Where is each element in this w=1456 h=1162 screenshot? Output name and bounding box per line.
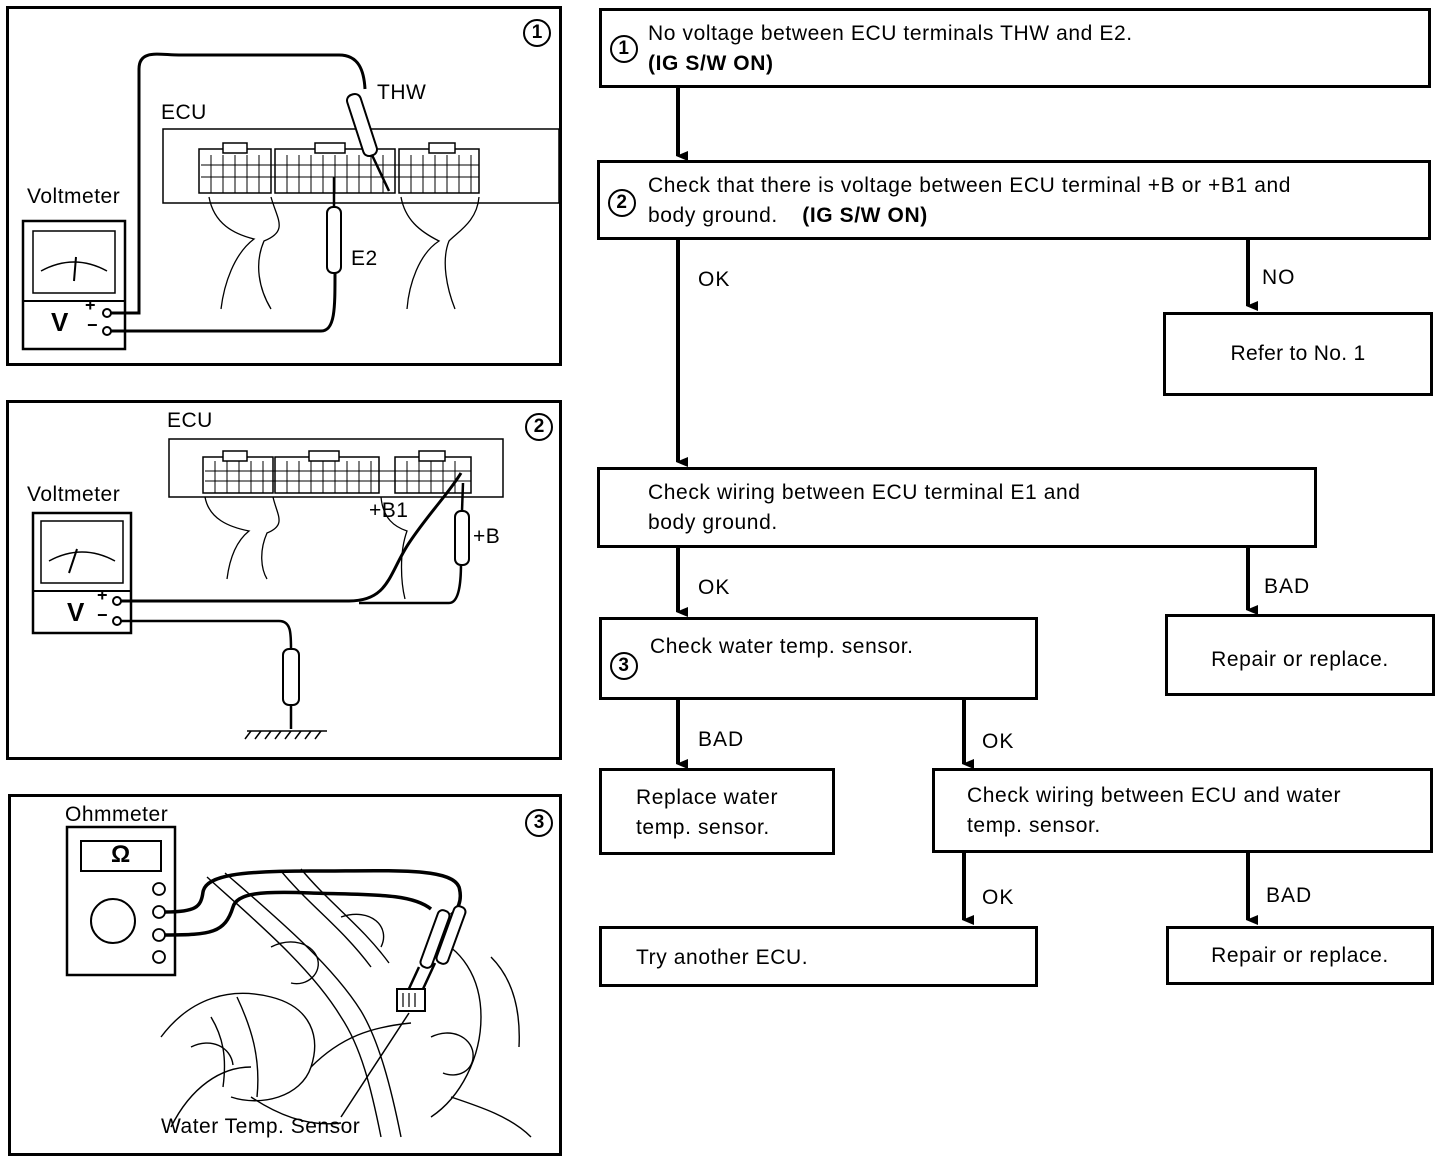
engine-illustration — [160, 868, 532, 1138]
panel1-illustration — [21, 52, 559, 351]
connector-pins — [201, 155, 479, 193]
b-terminal-label: +B — [473, 525, 501, 548]
b-probe — [454, 482, 470, 566]
voltmeter-label: Voltmeter — [27, 483, 121, 506]
replace-sensor-box: Replace water temp. sensor. — [599, 768, 835, 855]
water-temp-sensor — [396, 988, 426, 1012]
step2-text-line2a: body ground. — [648, 204, 778, 227]
panel-number-badge: 1 — [523, 19, 551, 47]
connector-pins — [205, 461, 471, 493]
step1-text-line2: (IG S/W ON) — [648, 52, 774, 75]
positive-lead-b — [359, 562, 463, 605]
try-another-ecu-text: Try another ECU. — [636, 946, 809, 969]
step3-text: Check water temp. sensor. — [650, 635, 914, 658]
ecu-label: ECU — [167, 409, 213, 432]
minus-terminal-sign: − — [97, 605, 109, 625]
ecu-label: ECU — [161, 101, 207, 124]
sensor-pointer-line — [340, 1012, 410, 1118]
step2-text-line2: body ground. (IG S/W ON) — [648, 201, 928, 231]
wire-harness — [204, 496, 408, 600]
water-temp-sensor-label: Water Temp. Sensor — [161, 1115, 361, 1138]
replace-sensor-line1: Replace water — [636, 786, 779, 809]
step1-box: 1 No voltage between ECU terminals THW a… — [599, 8, 1431, 88]
panel2-illustration — [31, 438, 504, 740]
repair-text: Repair or replace. — [1211, 648, 1389, 671]
edge-label-ok: OK — [698, 576, 731, 599]
step2-text-line2b: (IG S/W ON) — [802, 204, 928, 227]
ohmmeter-lead-1 — [164, 868, 463, 917]
edge-label-ok: OK — [982, 730, 1015, 753]
step2-text-line1: Check that there is voltage between ECU … — [648, 174, 1292, 197]
edge-label-bad: BAD — [698, 728, 745, 751]
repair-text: Repair or replace. — [1211, 944, 1389, 967]
edge-label-ok: OK — [982, 886, 1015, 909]
wiring-check-line1: Check wiring between ECU and water — [967, 784, 1342, 807]
e2-terminal-label: E2 — [351, 247, 378, 270]
wiring-check-line2: temp. sensor. — [967, 814, 1101, 837]
edge-label-bad: BAD — [1264, 575, 1311, 598]
voltmeter — [21, 219, 127, 351]
panel3-illustration — [65, 825, 532, 1138]
panel-voltage-check-b-b1: 2 ECU Voltmeter +B1 +B V + − — [6, 400, 562, 760]
repair-box-1: Repair or replace. — [1165, 614, 1435, 696]
meter-symbol: V — [67, 597, 85, 627]
refer-box: Refer to No. 1 — [1163, 312, 1433, 396]
ohmmeter-lead-2 — [164, 890, 433, 937]
minus-terminal-sign: − — [87, 315, 99, 335]
repair-box-2: Repair or replace. — [1166, 926, 1434, 985]
body-ground-symbol — [244, 730, 327, 740]
negative-lead — [121, 619, 293, 650]
thw-terminal-label: THW — [377, 81, 427, 104]
wire-harness — [208, 196, 480, 310]
ohmmeter — [65, 825, 177, 977]
panel-resistance-check-sensor: 3 Ohmmeter Ω Water Temp. Sensor — [8, 794, 562, 1156]
thw-probe — [346, 92, 391, 192]
wiring-check-box: Check wiring between ECU and water temp.… — [932, 768, 1433, 853]
step3-box: 3 Check water temp. sensor. — [599, 617, 1038, 700]
edge-label-ok: OK — [698, 268, 731, 291]
voltmeter-label: Voltmeter — [27, 185, 121, 208]
step-number-badge: 2 — [608, 189, 636, 217]
e1-check-text-line2: body ground. — [648, 511, 778, 534]
edge-label-no: NO — [1262, 266, 1296, 289]
panel-voltage-check-thw-e2: 1 ECU Voltmeter THW E2 V + − — [6, 6, 562, 366]
voltmeter — [31, 511, 133, 635]
ohmmeter-label: Ohmmeter — [65, 803, 169, 826]
step1-text-line1: No voltage between ECU terminals THW and… — [648, 22, 1133, 45]
plus-terminal-sign: + — [97, 585, 109, 605]
try-another-ecu-box: Try another ECU. — [599, 926, 1038, 987]
refer-text: Refer to No. 1 — [1230, 342, 1366, 365]
e1-check-text-line1: Check wiring between ECU terminal E1 and — [648, 481, 1081, 504]
step-number-badge: 3 — [610, 652, 638, 680]
meter-symbol: V — [51, 307, 69, 337]
plus-terminal-sign: + — [85, 295, 97, 315]
positive-lead — [111, 52, 367, 315]
b1-terminal-label: +B1 — [369, 499, 409, 522]
panel-number-badge: 3 — [525, 809, 553, 837]
meter-symbol: Ω — [111, 841, 131, 868]
step-number-badge: 1 — [610, 35, 638, 63]
positive-lead-b1 — [121, 472, 463, 603]
panel-number-badge: 2 — [525, 413, 553, 441]
e2-probe — [326, 177, 342, 274]
replace-sensor-line2: temp. sensor. — [636, 816, 770, 839]
e1-check-box: Check wiring between ECU terminal E1 and… — [597, 467, 1317, 548]
negative-lead — [111, 272, 337, 333]
step2-box: 2 Check that there is voltage between EC… — [597, 160, 1431, 240]
edge-label-bad: BAD — [1266, 884, 1313, 907]
ground-probe — [282, 648, 300, 729]
